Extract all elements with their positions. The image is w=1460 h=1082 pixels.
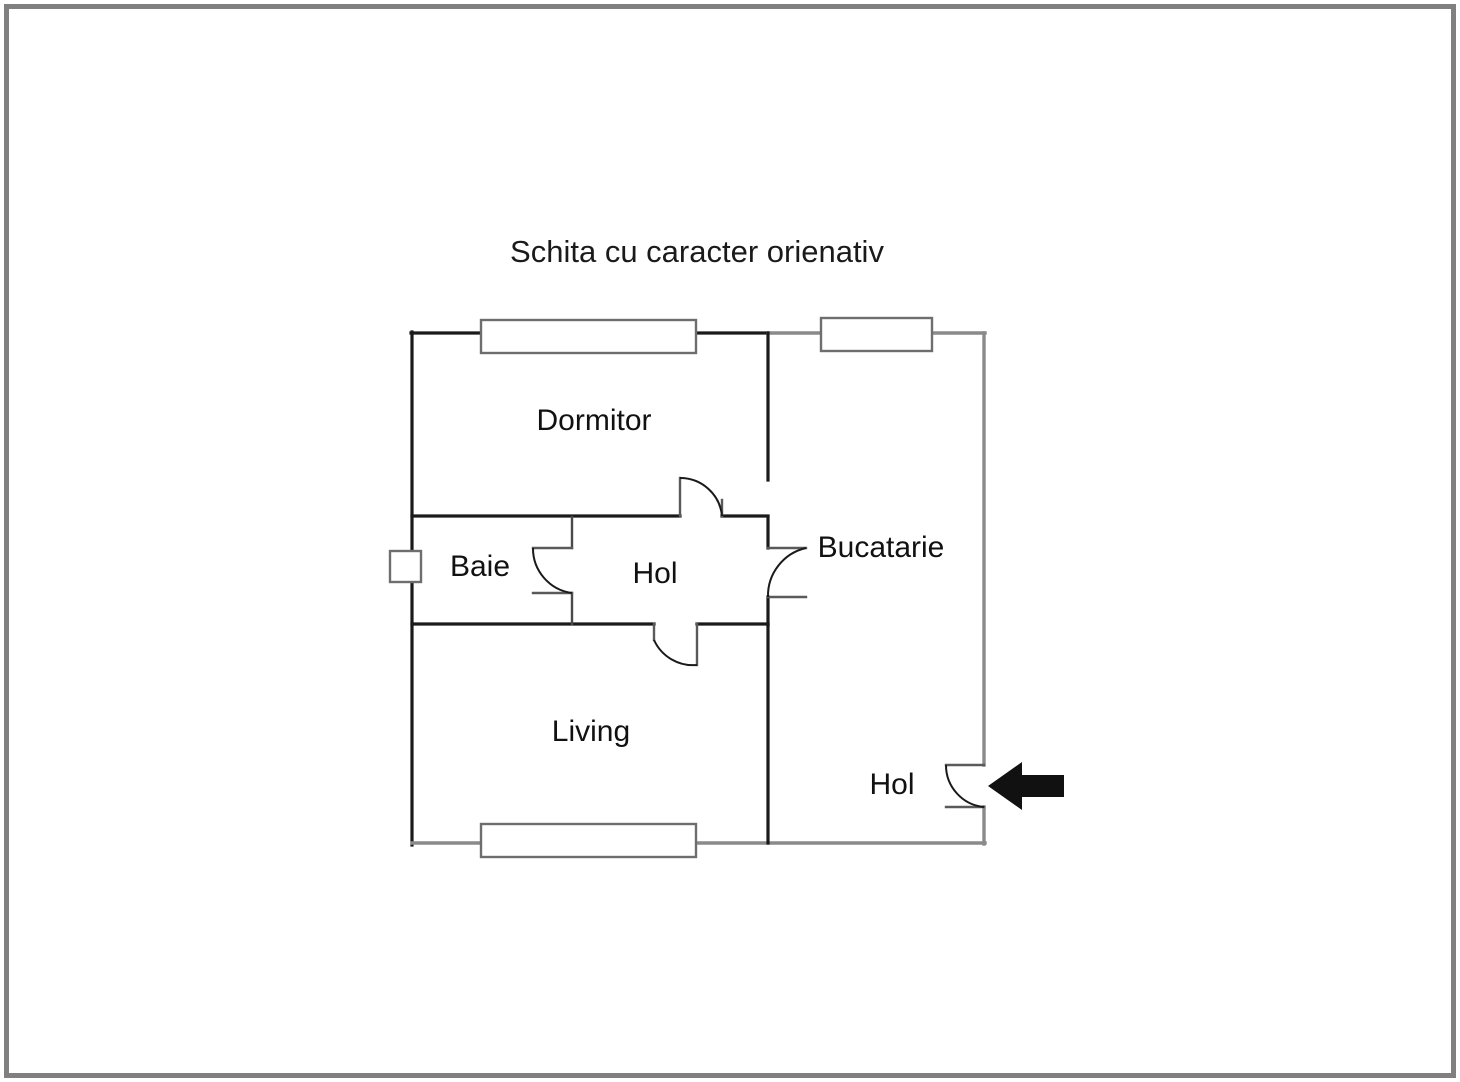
door-intrare-arc (944, 764, 985, 808)
door-living-arc (653, 639, 698, 667)
interior-walls (410, 331, 770, 845)
door-baie-arc (531, 547, 573, 594)
door-bucatarie[interactable] (766, 546, 808, 599)
room-label-baie: Baie (450, 550, 510, 583)
entrance-arrow-shape (988, 762, 1064, 810)
room-label-hol-intrare: Hol (869, 768, 914, 801)
door-baie[interactable] (531, 546, 574, 595)
room-label-dormitor: Dormitor (536, 404, 651, 437)
door-living[interactable] (652, 622, 699, 667)
entrance-arrow (988, 762, 1064, 810)
window-bucatarie (819, 316, 934, 353)
room-label-living: Living (552, 715, 630, 748)
window-baie (388, 549, 423, 584)
window-living (479, 822, 698, 859)
door-bucatarie-arc (766, 547, 807, 598)
door-intrare[interactable] (944, 763, 986, 809)
windows (388, 316, 934, 859)
room-label-hol-center: Hol (632, 557, 677, 590)
room-label-bucatarie: Bucatarie (818, 531, 945, 564)
door-dormitor[interactable] (678, 476, 724, 518)
door-dormitor-arc (679, 476, 723, 517)
plan-title: Schita cu caracter orienativ (510, 234, 884, 269)
window-dormitor (479, 318, 698, 355)
